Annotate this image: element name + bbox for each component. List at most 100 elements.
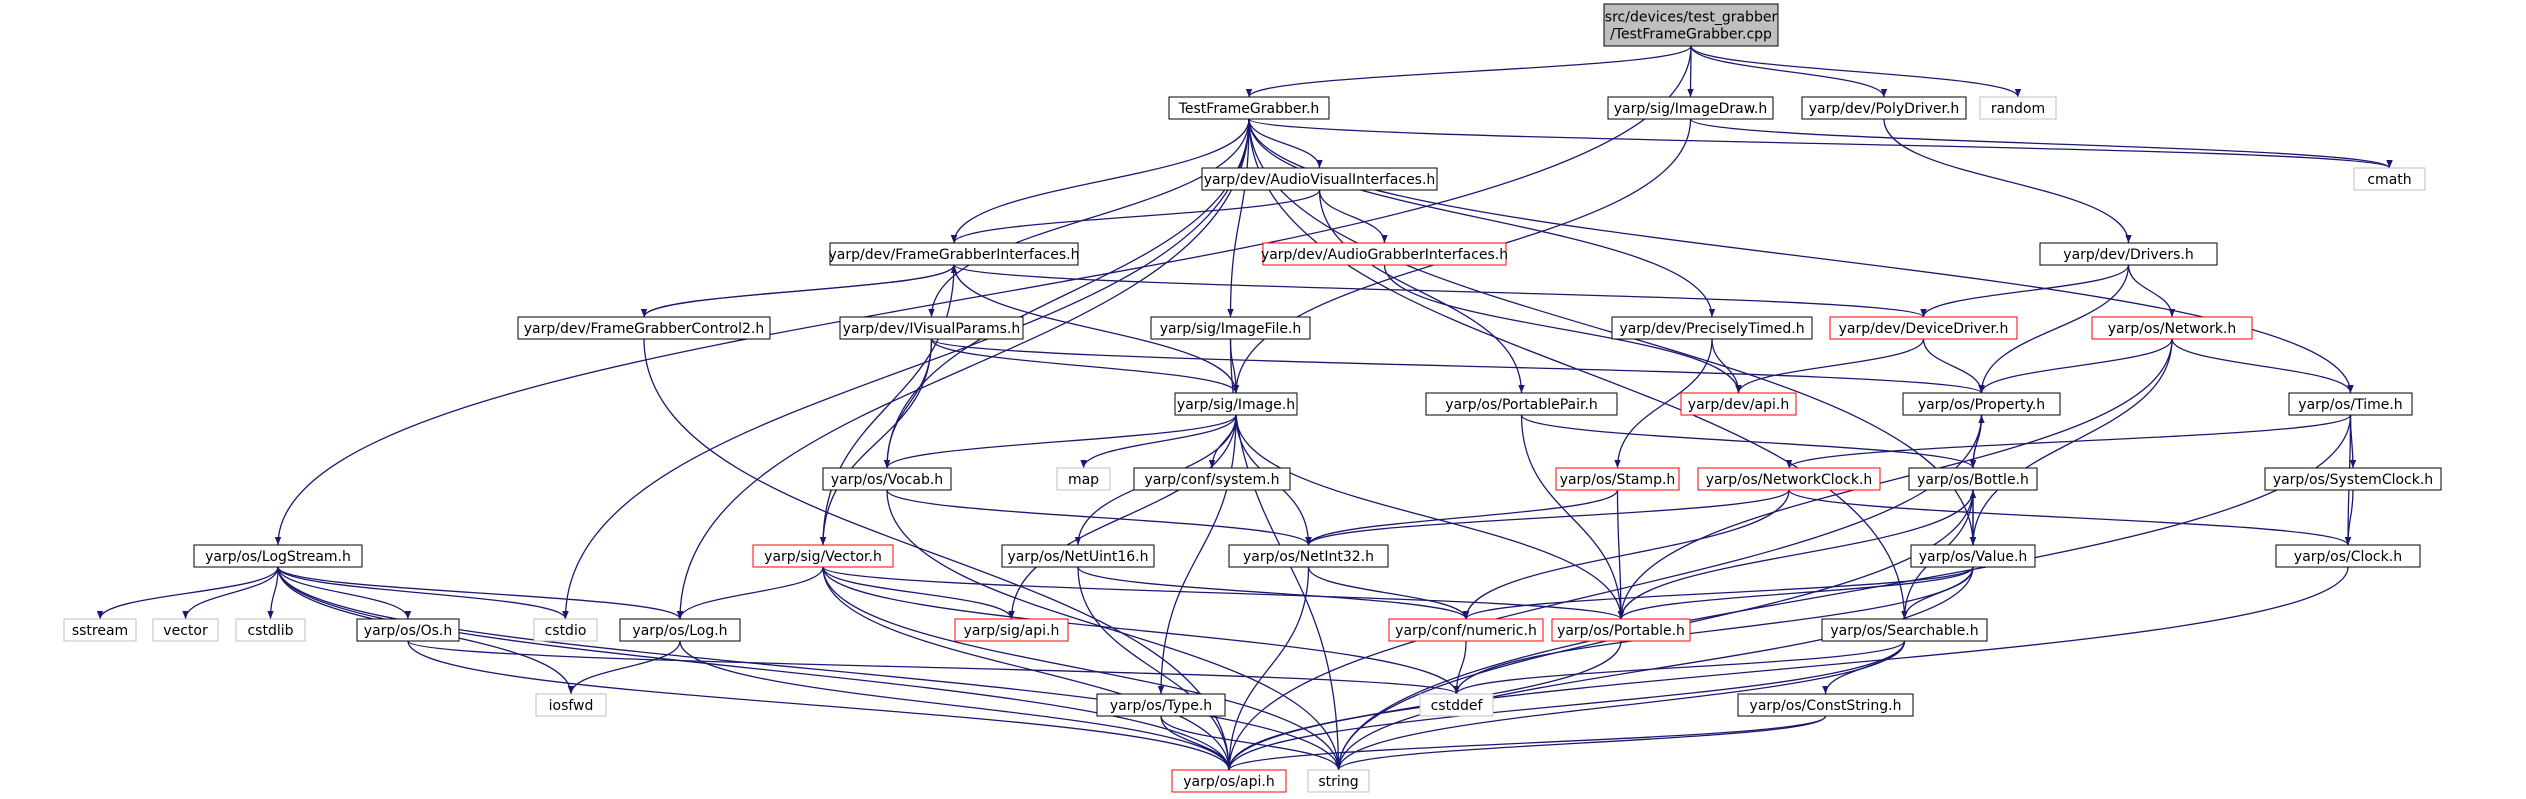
node-stamp-box — [1555, 467, 1680, 491]
node-imgfile[interactable]: yarp/sig/ImageFile.h — [1150, 316, 1311, 340]
node-devapi[interactable]: yarp/dev/api.h — [1680, 392, 1797, 416]
edge-numeric-to-cstddef — [1453, 640, 1467, 695]
node-log-box — [619, 618, 741, 642]
node-map-box — [1056, 467, 1111, 491]
node-agi[interactable]: yarp/dev/AudioGrabberInterfaces.h — [1261, 242, 1508, 266]
edge-clock-to-osapi — [1225, 566, 2349, 771]
node-os[interactable]: yarp/os/Os.h — [356, 618, 460, 642]
edge-tfg-to-ivp — [928, 118, 1250, 318]
node-polydriver[interactable]: yarp/dev/PolyDriver.h — [1801, 96, 1967, 120]
node-bottle[interactable]: yarp/os/Bottle.h — [1908, 467, 2038, 491]
node-type[interactable]: yarp/os/Type.h — [1096, 693, 1226, 717]
node-clock[interactable]: yarp/os/Clock.h — [2275, 544, 2421, 568]
node-map[interactable]: map — [1056, 467, 1111, 491]
node-netint32-box — [1228, 544, 1389, 568]
node-map-label: map — [1068, 472, 1099, 488]
node-fgc2[interactable]: yarp/dev/FrameGrabberControl2.h — [517, 316, 771, 340]
node-fgi-box — [829, 242, 1079, 266]
node-imgfile-label: yarp/sig/ImageFile.h — [1160, 321, 1302, 337]
node-cstdio[interactable]: cstdio — [533, 618, 598, 642]
edge-log-to-osapi — [679, 640, 1233, 771]
node-string[interactable]: string — [1307, 769, 1370, 793]
edge-drivers-to-devdriver — [1920, 264, 2130, 318]
node-property-label: yarp/os/Property.h — [1918, 397, 2045, 413]
node-value-label: yarp/os/Value.h — [1919, 549, 2028, 565]
node-vector[interactable]: yarp/sig/Vector.h — [752, 544, 894, 568]
node-searchable[interactable]: yarp/os/Searchable.h — [1821, 618, 1988, 642]
edge-netclock-to-netint32 — [1305, 489, 1790, 546]
edge-tfg-to-log — [676, 118, 1250, 620]
node-sysclock[interactable]: yarp/os/SystemClock.h — [2264, 467, 2442, 491]
edge-image-to-portable — [1235, 414, 1625, 620]
node-vectorstd[interactable]: vector — [152, 618, 219, 642]
node-iosfwd[interactable]: iosfwd — [535, 693, 607, 717]
edge-conststring-to-osapi — [1225, 715, 1827, 771]
node-cstdlib[interactable]: cstdlib — [235, 618, 306, 642]
edge-conststring-to-string — [1335, 715, 1827, 771]
edge-log-to-iosfwd — [567, 640, 681, 695]
node-devdriver[interactable]: yarp/dev/DeviceDriver.h — [1829, 316, 2018, 340]
edge-tfg-to-avi — [1248, 118, 1323, 169]
edge-tfg-to-cmath — [1248, 118, 2393, 169]
edge-bottle-to-property — [1972, 414, 1985, 469]
node-confsystem[interactable]: yarp/conf/system.h — [1133, 467, 1291, 491]
node-cstddef[interactable]: cstddef — [1419, 693, 1494, 717]
node-portpair[interactable]: yarp/os/PortablePair.h — [1425, 392, 1618, 416]
node-random[interactable]: random — [1979, 96, 2057, 120]
node-netclock[interactable]: yarp/os/NetworkClock.h — [1697, 467, 1881, 491]
edge-devdriver-to-devapi — [1735, 338, 1925, 394]
edge-searchable-to-cstddef — [1453, 640, 1906, 695]
edge-drivers-to-network — [2127, 264, 2176, 318]
node-sigapi[interactable]: yarp/sig/api.h — [954, 618, 1069, 642]
node-property[interactable]: yarp/os/Property.h — [1902, 392, 2061, 416]
edge-fgi-to-devdriver — [953, 264, 1927, 318]
node-netint32[interactable]: yarp/os/NetInt32.h — [1228, 544, 1389, 568]
node-image[interactable]: yarp/sig/Image.h — [1174, 392, 1298, 416]
node-polydriver-box — [1801, 96, 1967, 120]
node-netuint16[interactable]: yarp/os/NetUint16.h — [1001, 544, 1155, 568]
edge-portpair-to-bottle — [1520, 414, 1977, 469]
node-osapi[interactable]: yarp/os/api.h — [1171, 769, 1287, 793]
node-sstream[interactable]: sstream — [63, 618, 137, 642]
node-drivers[interactable]: yarp/dev/Drivers.h — [2039, 242, 2218, 266]
node-stamp[interactable]: yarp/os/Stamp.h — [1555, 467, 1680, 491]
node-numeric[interactable]: yarp/conf/numeric.h — [1388, 618, 1544, 642]
node-fgc2-label: yarp/dev/FrameGrabberControl2.h — [524, 321, 765, 337]
node-vectorstd-box — [152, 618, 219, 642]
node-numeric-label: yarp/conf/numeric.h — [1395, 623, 1537, 639]
edge-root-to-random — [1690, 45, 2022, 98]
node-numeric-box — [1388, 618, 1544, 642]
node-vocab[interactable]: yarp/os/Vocab.h — [822, 467, 952, 491]
node-value[interactable]: yarp/os/Value.h — [1910, 544, 2036, 568]
node-conststring[interactable]: yarp/os/ConstString.h — [1737, 693, 1914, 717]
node-ivp[interactable]: yarp/dev/IVisualParams.h — [839, 316, 1024, 340]
node-conststring-box — [1737, 693, 1914, 717]
edge-netclock-to-clock — [1788, 489, 2352, 546]
edge-fgi-to-image — [953, 264, 1240, 394]
edge-netint32-to-osapi — [1225, 566, 1310, 771]
node-log-label: yarp/os/Log.h — [632, 623, 727, 639]
node-tfg[interactable]: TestFrameGrabber.h — [1168, 96, 1330, 120]
node-time-label: yarp/os/Time.h — [2298, 397, 2402, 413]
node-cstdio-box — [533, 618, 598, 642]
edge-avi-to-fgi — [950, 189, 1321, 244]
node-cstddef-box — [1419, 693, 1494, 717]
node-avi[interactable]: yarp/dev/AudioVisualInterfaces.h — [1201, 167, 1438, 191]
edge-value-to-portable — [1617, 566, 1974, 620]
node-imgdraw[interactable]: yarp/sig/ImageDraw.h — [1607, 96, 1774, 120]
node-fgi[interactable]: yarp/dev/FrameGrabberInterfaces.h — [829, 242, 1080, 266]
node-portable[interactable]: yarp/os/Portable.h — [1551, 618, 1691, 642]
edge-tfg-to-cstdio — [562, 118, 1250, 620]
node-iosfwd-label: iosfwd — [549, 698, 594, 714]
node-network[interactable]: yarp/os/Network.h — [2091, 316, 2253, 340]
node-log[interactable]: yarp/os/Log.h — [619, 618, 741, 642]
node-root-label: src/devices/test_grabber — [1605, 10, 1778, 26]
node-sigapi-box — [954, 618, 1069, 642]
node-cmath[interactable]: cmath — [2353, 167, 2426, 191]
node-ptimed[interactable]: yarp/dev/PreciselyTimed.h — [1611, 316, 1813, 340]
node-root[interactable]: src/devices/test_grabber/TestFrameGrabbe… — [1603, 3, 1779, 47]
node-time[interactable]: yarp/os/Time.h — [2288, 392, 2413, 416]
node-tfg-box — [1168, 96, 1330, 120]
node-logstream[interactable]: yarp/os/LogStream.h — [193, 544, 363, 568]
node-polydriver-label: yarp/dev/PolyDriver.h — [1809, 101, 1960, 117]
